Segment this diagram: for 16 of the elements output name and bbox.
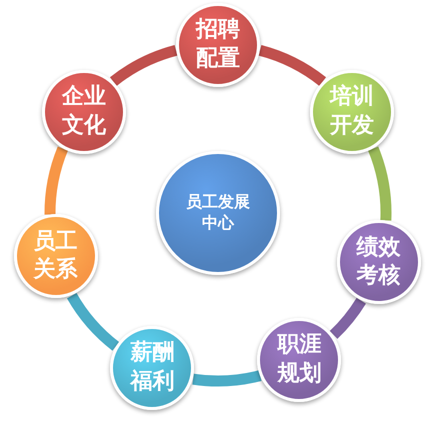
topic-label: 员工发展中心 (185, 192, 251, 234)
ring-connector (330, 298, 366, 339)
ring-connector (67, 292, 120, 351)
ring-connector (110, 45, 178, 86)
topic-circle (176, 3, 260, 87)
ring-connector (192, 370, 262, 386)
ring-connector (368, 146, 392, 220)
topic-label: 职涯规划 (276, 331, 322, 388)
ring-connector (44, 146, 68, 215)
topic-label: 培训开发 (329, 83, 376, 140)
ring-connector (258, 45, 326, 86)
topic-label: 绩效考核 (356, 234, 402, 290)
topic-label: 招聘配置 (194, 16, 241, 73)
topic-label: 员工关系 (32, 228, 79, 284)
topic-label: 薪酬福利 (129, 339, 176, 396)
topic-label: 企业文化 (60, 83, 107, 140)
